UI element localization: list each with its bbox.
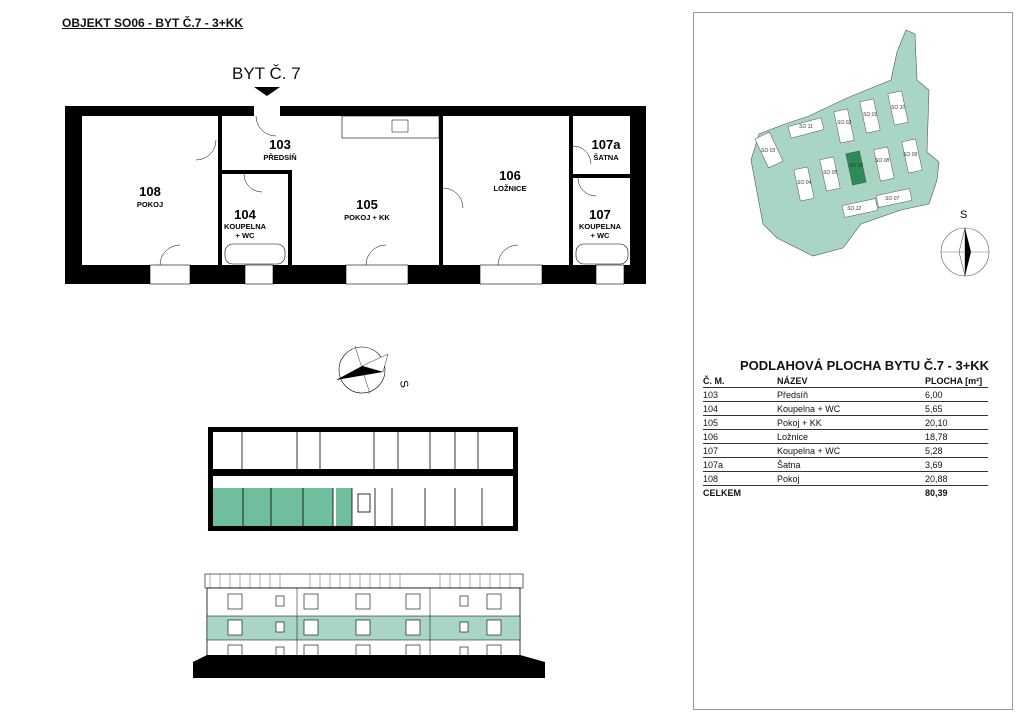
cell-number: 108	[703, 471, 777, 486]
site-plan: SO 03 SO 11 SO 02 SO 01 SO 10 SO 04 SO 0…	[750, 29, 990, 277]
table-row: 106 Ložnice 18,78	[703, 429, 988, 444]
site-label-so11: SO 11	[799, 124, 813, 130]
room-103-number: 103	[269, 137, 291, 152]
compass-label: S	[397, 379, 410, 388]
compass-icon	[336, 345, 389, 395]
room-107-number: 107	[589, 207, 611, 222]
cell-name: Koupelna + WC	[777, 443, 925, 458]
room-107a-name: ŠATNA	[593, 153, 619, 162]
room-108-number: 108	[139, 184, 161, 199]
area-table: Č. M. NÁZEV PLOCHA [m²] 103 Předsíň 6,00…	[703, 374, 988, 499]
room-107-name2: + WC	[591, 231, 611, 240]
room-106-name: LOŽNICE	[494, 184, 527, 193]
room-107a-number: 107a	[592, 137, 622, 152]
room-108-name: POKOJ	[137, 200, 163, 209]
column-header-number: Č. M.	[703, 374, 777, 388]
cell-name: Pokoj	[777, 471, 925, 486]
cell-area: 5,65	[925, 401, 988, 416]
room-104-name: KOUPELNA	[224, 222, 267, 231]
site-label-so05: SO 05	[823, 170, 837, 176]
site-label-so06: SO 06	[849, 163, 863, 169]
cell-number: 107	[703, 443, 777, 458]
table-row: 108 Pokoj 20,88	[703, 471, 988, 486]
room-105-number: 105	[356, 197, 378, 212]
total-area: 80,39	[925, 488, 948, 498]
cell-area: 5,28	[925, 443, 988, 458]
room-105-name: POKOJ + KK	[344, 213, 390, 222]
room-104-number: 104	[234, 207, 256, 222]
cell-name: Předsíň	[777, 387, 925, 402]
site-label-so08: SO 08	[875, 158, 889, 164]
cell-name: Pokoj + KK	[777, 415, 925, 430]
info-panel	[693, 12, 1013, 710]
table-row: 107a Šatna 3,69	[703, 457, 988, 472]
cell-area: 3,69	[925, 457, 988, 472]
table-row: 104 Koupelna + WC 5,65	[703, 401, 988, 416]
cell-number: 107a	[703, 457, 777, 472]
site-label-so12: SO 12	[847, 206, 861, 212]
site-label-so01: SO 01	[863, 112, 877, 118]
entry-arrow-icon	[254, 87, 280, 96]
site-compass-label: S	[960, 209, 967, 221]
document-title: OBJEKT SO06 - BYT Č.7 - 3+KK	[62, 16, 244, 30]
site-compass-icon	[940, 227, 990, 277]
total-label: CELKEM	[703, 488, 741, 498]
unit-label: BYT Č. 7	[232, 64, 301, 83]
building-elevation	[193, 573, 545, 678]
site-label-so07: SO 07	[885, 196, 899, 202]
cell-area: 18,78	[925, 429, 988, 444]
site-label-so03: SO 03	[761, 148, 775, 154]
floor-plan-drawing: 108 POKOJ 103 PŘEDSÍŇ 104 KOUPELNA + WC …	[65, 87, 646, 678]
highlighted-building	[845, 150, 867, 186]
cell-number: 103	[703, 387, 777, 402]
floor-overview-plan	[208, 427, 518, 531]
table-row: 107 Koupelna + WC 5,28	[703, 443, 988, 458]
cell-name: Ložnice	[777, 429, 925, 444]
room-107-name: KOUPELNA	[579, 222, 622, 231]
area-table-title: PODLAHOVÁ PLOCHA BYTU Č.7 - 3+KK	[740, 358, 990, 373]
room-103-name: PŘEDSÍŇ	[263, 153, 296, 162]
column-header-name: NÁZEV	[777, 374, 925, 388]
cell-area: 6,00	[925, 387, 988, 402]
site-label-so10: SO 10	[891, 105, 905, 111]
cell-name: Koupelna + WC	[777, 401, 925, 416]
total-spacer	[777, 486, 925, 500]
room-104-name2: + WC	[236, 231, 256, 240]
table-row: 105 Pokoj + KK 20,10	[703, 415, 988, 430]
cell-area: 20,88	[925, 471, 988, 486]
cell-name: Šatna	[777, 457, 925, 472]
site-label-so04: SO 04	[797, 180, 811, 186]
table-row: 103 Předsíň 6,00	[703, 387, 988, 402]
column-header-area: PLOCHA [m²]	[925, 374, 988, 388]
room-106-number: 106	[499, 168, 521, 183]
site-label-so02: SO 02	[837, 120, 851, 126]
table-total-row: CELKEM 80,39	[703, 486, 988, 500]
cell-area: 20,10	[925, 415, 988, 430]
cell-number: 104	[703, 401, 777, 416]
area-table-header: Č. M. NÁZEV PLOCHA [m²]	[703, 374, 988, 388]
cell-number: 105	[703, 415, 777, 430]
site-label-so09: SO 09	[903, 152, 917, 158]
cell-number: 106	[703, 429, 777, 444]
